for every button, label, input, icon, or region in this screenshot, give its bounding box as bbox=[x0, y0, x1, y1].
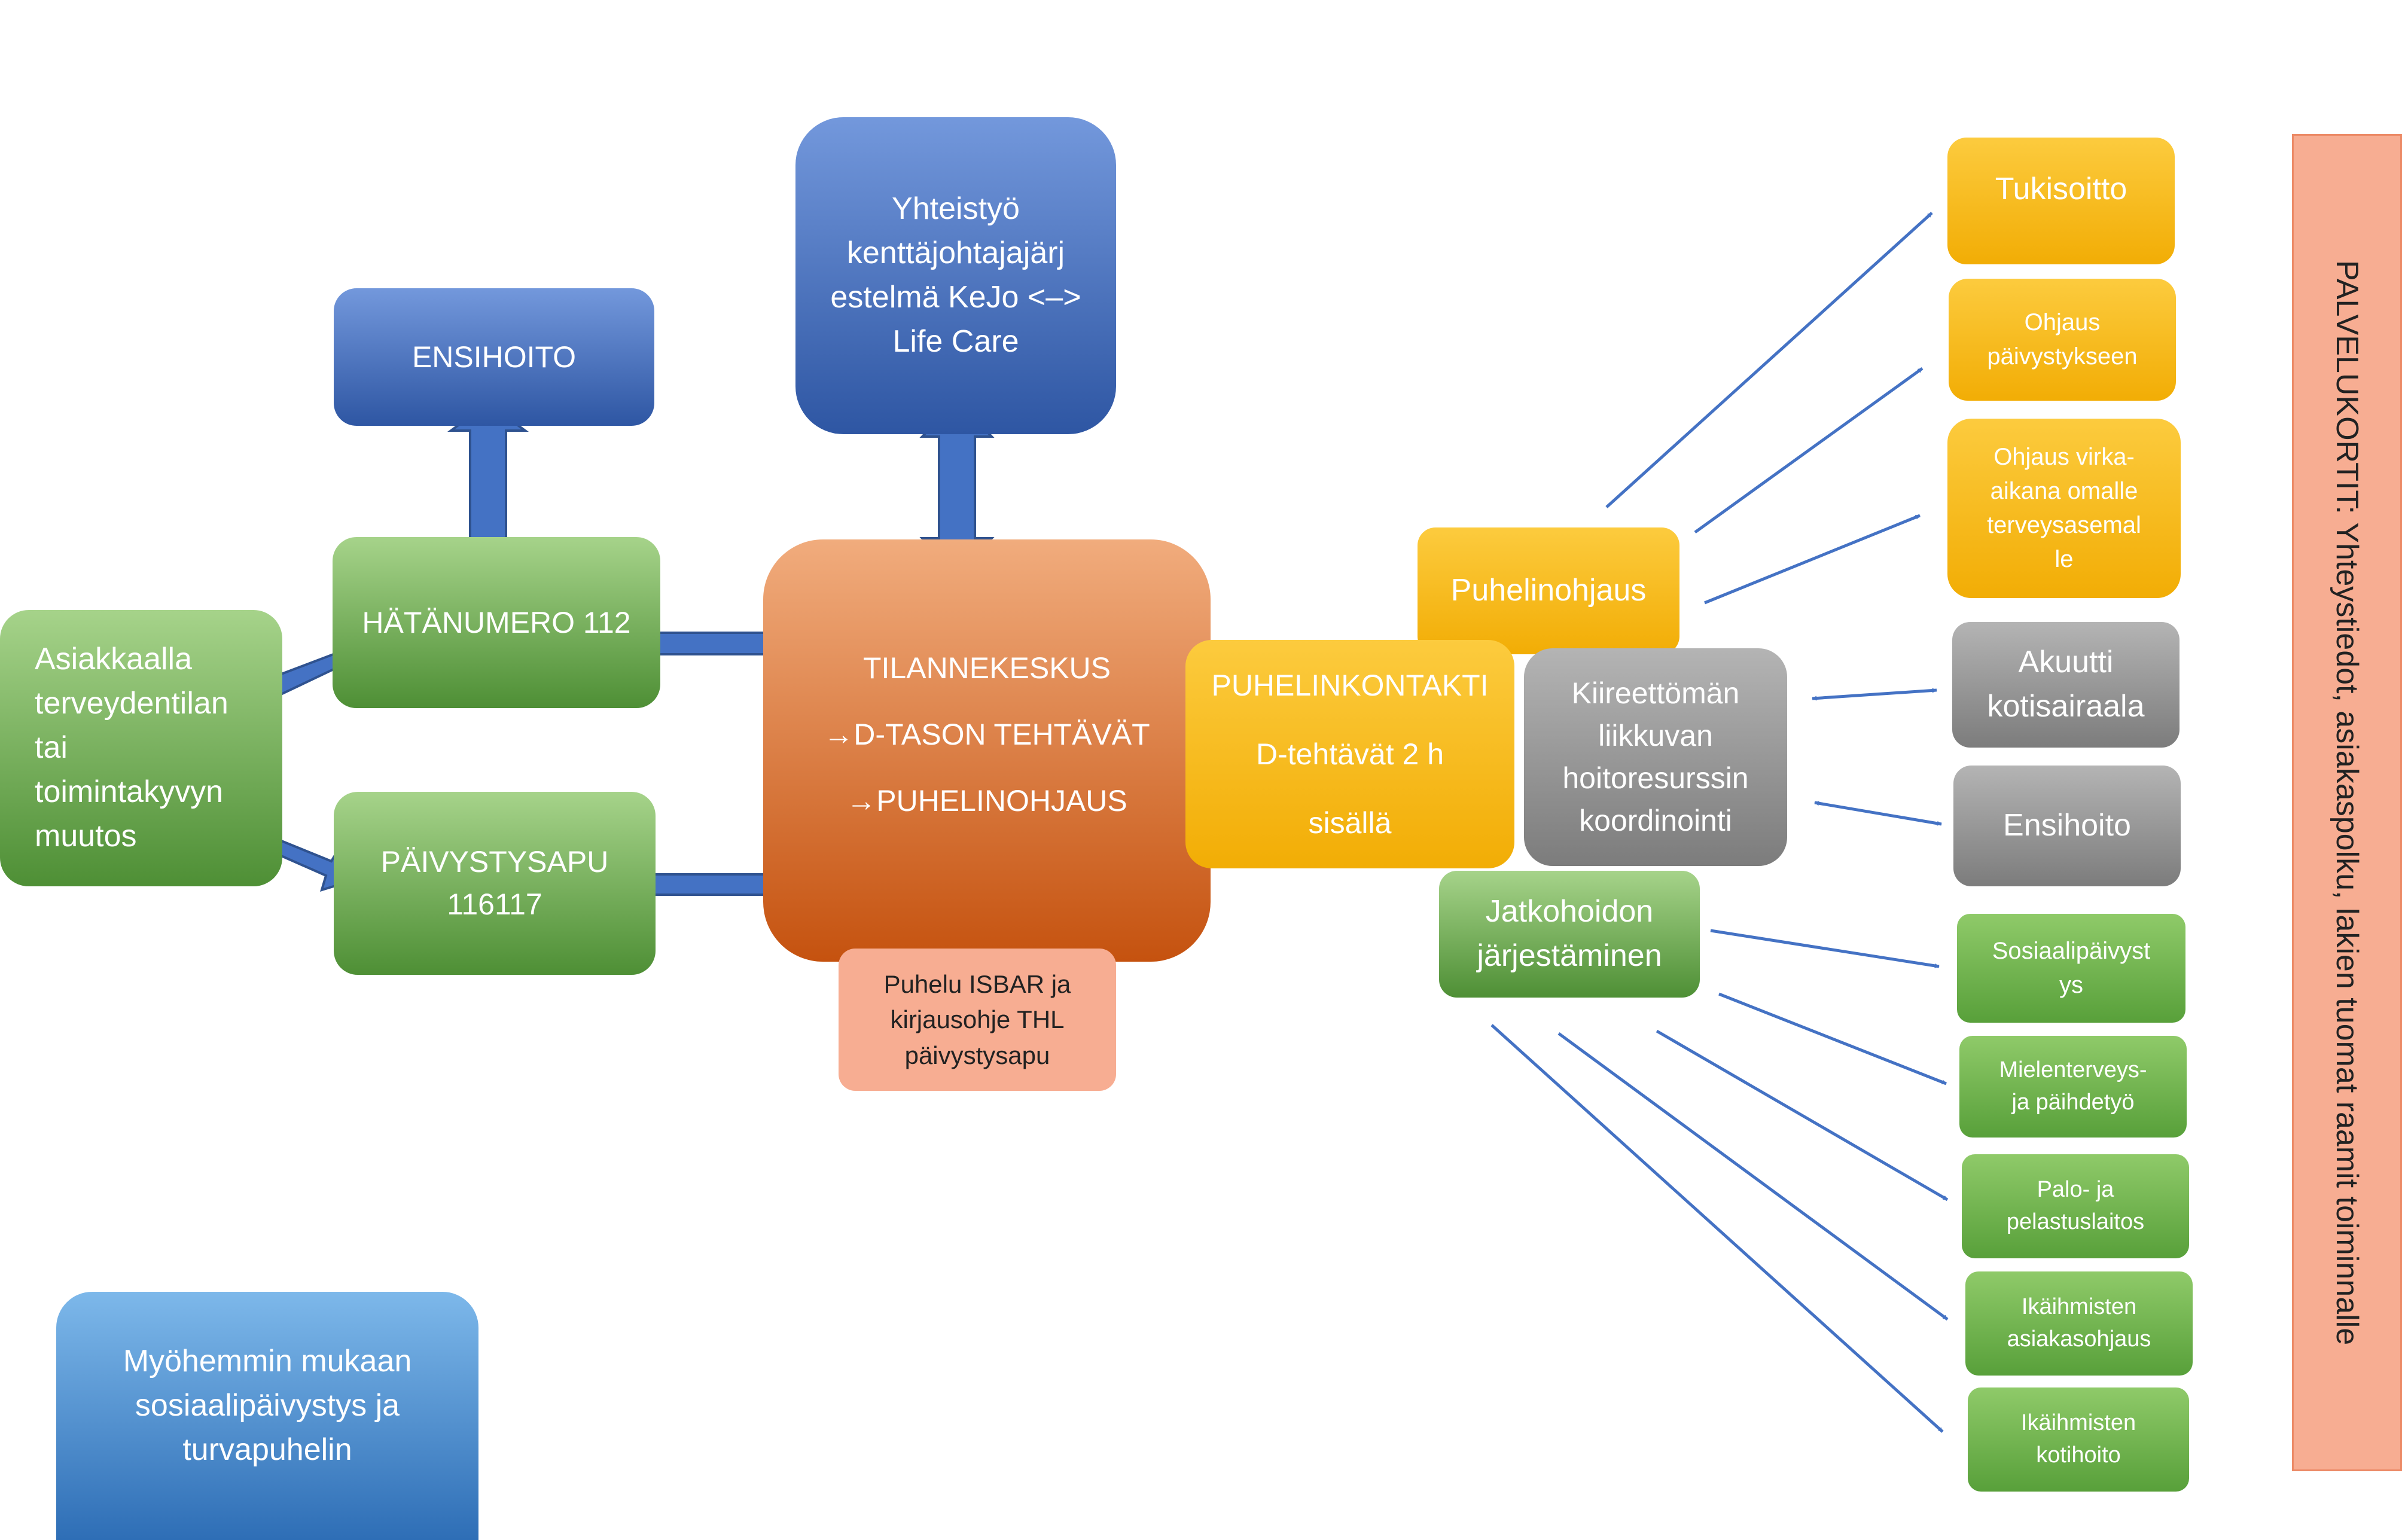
jatkohoidon-line-2: järjestäminen bbox=[1477, 938, 1662, 973]
paivystysapu-116117-box: PÄIVYSTYSAPU 116117 bbox=[334, 792, 656, 975]
arrow-ensihoito-right bbox=[1814, 801, 1942, 826]
later-line-3: turvapuhelin bbox=[182, 1432, 352, 1467]
customer-condition-change-box: Asiakkaalla terveydentilan tai toimintakyvy… bbox=[0, 610, 282, 886]
akuutti-kotisairaala-box: Akuutti kotisairaala bbox=[1952, 622, 2180, 748]
ohjaus-virka-aikana-box: Ohjaus virka-aikana omalle terveysasemal l… bbox=[1947, 419, 2181, 598]
arrow-to-tukisoitto bbox=[1605, 212, 1933, 508]
customer-line-2: terveydentilan bbox=[35, 686, 228, 721]
paivystysapu-line-2: 116117 bbox=[447, 888, 542, 921]
ikaihmisten-asiakas-line-2: asiakasohjaus bbox=[2007, 1326, 2151, 1352]
puhelinkontakti-box: PUHELINKONTAKTI D-tehtävät 2 h sisällä bbox=[1185, 640, 1514, 868]
ohjaus-paivystykseen-line-2: päivystykseen bbox=[1987, 343, 2138, 370]
later-included-box: Myöhemmin mukaan sosiaalipäivystys ja turv… bbox=[56, 1292, 478, 1540]
ohjaus-virka-line-1: Ohjaus virka- bbox=[1993, 444, 2135, 471]
hatanumero-line-1: HÄTÄNUMERO 112 bbox=[362, 605, 631, 639]
palo-line-1: Palo- ja bbox=[2037, 1177, 2114, 1203]
kejo-lifecare-cooperation-box: Yhteistyö kenttäjohtajajärj estelmä KeJo <… bbox=[795, 117, 1116, 434]
ikaihmisten-asiakas-line-1: Ikäihmisten bbox=[2021, 1294, 2137, 1320]
puhelinkontakti-line-1: PUHELINKONTAKTI bbox=[1211, 668, 1489, 702]
ensihoito-right-line-1: Ensihoito bbox=[2003, 808, 2131, 843]
kiireettoman-line-3: hoitoresurssin bbox=[1562, 761, 1749, 795]
isbar-line-2: kirjausohje THL bbox=[890, 1005, 1065, 1034]
later-line-1: Myöhemmin mukaan bbox=[123, 1344, 412, 1379]
puhelinkontakti-line-3: sisällä bbox=[1308, 806, 1392, 840]
palo-pelastuslaitos-box: Palo- ja pelastuslaitos bbox=[1962, 1154, 2189, 1258]
ohjaus-virka-line-4: le bbox=[2054, 545, 2074, 572]
kejo-line-4: Life Care bbox=[892, 324, 1019, 359]
jatkohoidon-line-1: Jatkohoidon bbox=[1485, 894, 1654, 929]
isbar-line-1: Puhelu ISBAR ja bbox=[883, 969, 1071, 998]
arrow-to-mielenterveys bbox=[1718, 992, 1947, 1085]
ohjaus-virka-line-3: terveysasemal bbox=[1987, 512, 2141, 538]
ensihoito-top-line-1: ENSIHOITO bbox=[411, 340, 577, 374]
ikaihmisten-asiakasohjaus-box: Ikäihmisten asiakasohjaus bbox=[1965, 1271, 2193, 1376]
mielenterveys-line-2: ja päihdetyö bbox=[2011, 1090, 2135, 1115]
ikaihmisten-koti-line-1: Ikäihmisten bbox=[2020, 1410, 2136, 1436]
tilannekeskus-line-3: →PUHELINOHJAUS bbox=[846, 784, 1127, 818]
arrow-to-ohjaus-paivystykseen bbox=[1694, 367, 1924, 534]
ensihoito-box: ENSIHOITO bbox=[334, 288, 654, 426]
kejo-line-2: kenttäjohtajajärj bbox=[846, 236, 1065, 271]
ohjaus-paivystykseen-box: Ohjaus päivystykseen bbox=[1949, 279, 2176, 401]
ikaihmisten-kotihoito-box: Ikäihmisten kotihoito bbox=[1968, 1387, 2189, 1492]
paivystysapu-line-1: PÄIVYSTYSAPU bbox=[380, 845, 609, 879]
sosiaali-line-1: Sosiaalipäivyst bbox=[1992, 938, 2151, 965]
kiireettoman-line-2: liikkuvan bbox=[1598, 719, 1713, 752]
palvelukortit-sidebar: PALVELUKORTIT: Yhteystiedot, asiakaspolk… bbox=[2292, 134, 2402, 1471]
sosiaalipaivystys-box: Sosiaalipäivyst ys bbox=[1957, 914, 2185, 1023]
customer-line-3: tai bbox=[35, 730, 68, 766]
arrow-to-sosiaalipaivystys bbox=[1710, 929, 1940, 968]
isbar-line-3: päivystysapu bbox=[904, 1041, 1050, 1069]
palvelukortit-label: PALVELUKORTIT: Yhteystiedot, asiakaspolk… bbox=[2330, 260, 2365, 1346]
arrow-to-ikaihmisten-asiakasohjaus bbox=[1557, 1032, 1949, 1321]
puhelinohjaus-box: Puhelinohjaus bbox=[1418, 527, 1679, 654]
kiireettoman-line-1: Kiireettömän bbox=[1571, 676, 1740, 710]
tukisoitto-box: Tukisoitto bbox=[1947, 138, 2175, 264]
block-arrow-112-to-ensihoito bbox=[447, 401, 529, 557]
customer-line-4: toimintakyvyn bbox=[35, 774, 223, 809]
ohjaus-virka-line-2: aikana omalle bbox=[1990, 478, 2138, 505]
customer-line-1: Asiakkaalla bbox=[35, 642, 193, 677]
mielenterveys-paihdetyo-box: Mielenterveys-ja päihdetyö bbox=[1959, 1036, 2187, 1138]
akuutti-line-1: Akuutti bbox=[2018, 645, 2114, 680]
jatkohoidon-jarjestaminen-box: Jatkohoidon järjestäminen bbox=[1439, 871, 1700, 998]
later-line-2: sosiaalipäivystys ja bbox=[135, 1387, 400, 1423]
mielenterveys-line-1: Mielenterveys- bbox=[1999, 1057, 2147, 1083]
isbar-instruction-box: Puhelu ISBAR ja kirjausohje THL päivystysa… bbox=[839, 949, 1116, 1091]
puhelinkontakti-line-2: D-tehtävät 2 h bbox=[1255, 737, 1444, 771]
kejo-line-1: Yhteistyö bbox=[892, 191, 1020, 227]
ikaihmisten-koti-line-2: kotihoito bbox=[2036, 1443, 2121, 1468]
arrow-to-ikaihmisten-kotihoito bbox=[1490, 1024, 1944, 1433]
ohjaus-paivystykseen-line-1: Ohjaus bbox=[2024, 309, 2101, 336]
arrow-to-palo bbox=[1656, 1029, 1949, 1201]
arrow-akuutti-kotisairaala bbox=[1812, 688, 1937, 701]
akuutti-line-2: kotisairaala bbox=[1987, 689, 2145, 724]
puhelinohjaus-line-1: Puhelinohjaus bbox=[1450, 573, 1647, 608]
ensihoito-right-box: Ensihoito bbox=[1953, 766, 2181, 886]
hatanumero-112-box: HÄTÄNUMERO 112 bbox=[333, 537, 660, 708]
tilannekeskus-line-2: →D-TASON TEHTÄVÄT bbox=[824, 718, 1150, 751]
kejo-line-3: estelmä KeJo <–> bbox=[830, 280, 1081, 315]
arrow-to-ohjaus-virka bbox=[1704, 514, 1921, 605]
kiireettoman-koordinointi-box: Kiireettömän liikkuvan hoitoresurssin koord… bbox=[1524, 648, 1787, 866]
tukisoitto-line-1: Tukisoitto bbox=[1995, 172, 2127, 206]
tilannekeskus-line-1: TILANNEKESKUS bbox=[862, 651, 1111, 685]
palo-line-2: pelastuslaitos bbox=[2006, 1209, 2145, 1234]
customer-line-5: muutos bbox=[35, 818, 137, 853]
kiireettoman-line-4: koordinointi bbox=[1579, 804, 1732, 837]
sosiaali-line-2: ys bbox=[2059, 972, 2083, 998]
tilannekeskus-box: TILANNEKESKUS →D-TASON TEHTÄVÄT →PUHELINOH… bbox=[763, 539, 1211, 962]
